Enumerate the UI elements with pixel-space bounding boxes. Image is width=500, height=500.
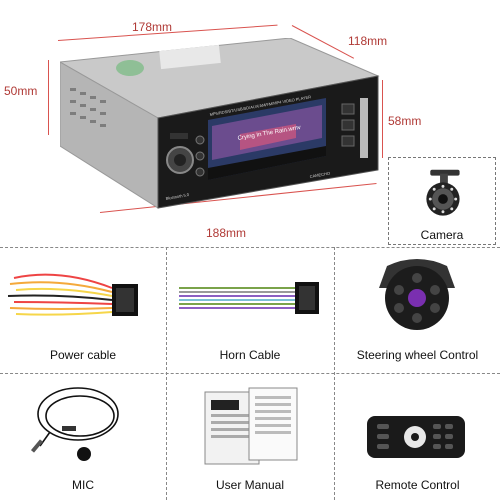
- remote-icon: [367, 416, 465, 458]
- unit-brand-text: CAMECHO: [309, 171, 330, 179]
- grid-divider-v1: [166, 247, 167, 500]
- steering-control-icon: [379, 259, 455, 330]
- accessory-steering-control: Steering wheel Control: [335, 248, 500, 372]
- accessory-label-steering-control: Steering wheel Control: [356, 348, 479, 362]
- grid-divider-v2: [334, 247, 335, 500]
- accessory-user-manual: User Manual: [167, 374, 333, 500]
- head-unit-image: MP5/RDS/BT/USB/SD/AUX/AM/FM/MP4 VIDEO PL…: [58, 37, 390, 213]
- dim-top-width: 178mm: [132, 20, 173, 34]
- mic-icon: [30, 387, 119, 461]
- camera-label: Camera: [420, 228, 464, 242]
- camera-icon: [426, 169, 460, 216]
- camera-box: Camera: [388, 157, 496, 245]
- accessory-label-user-manual: User Manual: [215, 478, 285, 492]
- grid-divider-top: [0, 247, 500, 248]
- accessory-label-horn-cable: Horn Cable: [219, 348, 281, 362]
- grid-divider-middle: [0, 373, 500, 374]
- manual-icon: [204, 387, 298, 465]
- product-dimension-area: 178mm 118mm 50mm 58mm 188mm: [0, 0, 500, 245]
- accessory-remote-control: Remote Control: [335, 374, 500, 500]
- unit-model-text: Bluetooth 5.0: [165, 192, 190, 201]
- accessory-mic: MIC: [0, 374, 166, 500]
- dim-height-left: 50mm: [4, 84, 38, 98]
- head-unit-illustration: MP5/RDS/BT/USB/SD/AUX/AM/FM/MP4 VIDEO PL…: [58, 37, 380, 209]
- accessory-horn-cable: Horn Cable: [167, 248, 333, 372]
- dim-height-right: 58mm: [388, 114, 422, 128]
- power-cable-icon: [7, 273, 138, 316]
- dim-line-left: [48, 60, 49, 135]
- accessory-label-remote-control: Remote Control: [375, 478, 460, 492]
- horn-cable-icon: [179, 282, 319, 314]
- dim-bottom-width: 188mm: [206, 226, 247, 240]
- accessory-label-mic: MIC: [72, 478, 94, 492]
- accessory-power-cable: Power cable: [0, 248, 166, 372]
- dim-depth: 118mm: [348, 34, 388, 48]
- accessory-label-power-cable: Power cable: [49, 348, 117, 362]
- dim-line-right: [382, 80, 383, 158]
